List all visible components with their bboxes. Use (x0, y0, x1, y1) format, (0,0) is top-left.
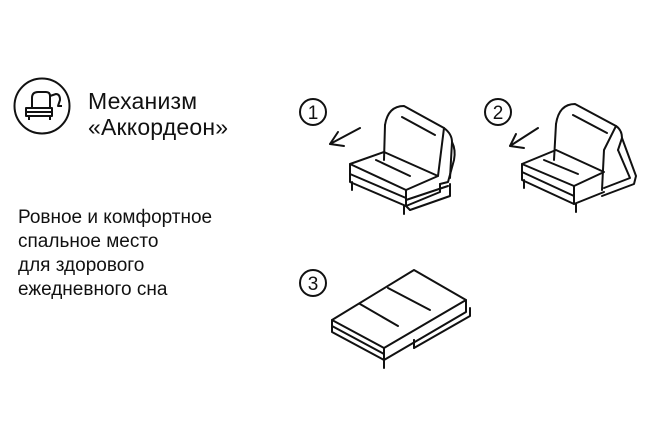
description-line: Ровное и комфортное (18, 207, 213, 228)
arrow-left-icon (329, 127, 361, 147)
step-2-marker: 2 (484, 98, 512, 126)
sofa-folded-illustration (349, 105, 456, 215)
title-line-1: Механизм (88, 88, 198, 114)
page-title: Механизм «Аккордеон» (88, 88, 228, 140)
accordion-sofa-logo-icon (13, 77, 71, 135)
sofa-unfolding-illustration (521, 103, 637, 213)
arrow-left-icon (509, 127, 539, 149)
description: Ровное и комфортное спальное место для з… (18, 206, 212, 302)
title-line-2: «Аккордеон» (88, 114, 229, 140)
description-line: ежедневного сна (18, 279, 168, 300)
step-1-marker: 1 (299, 98, 327, 126)
step-3-marker: 3 (299, 269, 327, 297)
step-2-number: 2 (493, 103, 504, 124)
step-1-number: 1 (308, 103, 319, 124)
sofa-unfolded-bed-illustration (331, 269, 471, 369)
description-line: спальное место (18, 231, 159, 252)
step-3-number: 3 (308, 274, 319, 295)
description-line: для здорового (18, 255, 145, 276)
